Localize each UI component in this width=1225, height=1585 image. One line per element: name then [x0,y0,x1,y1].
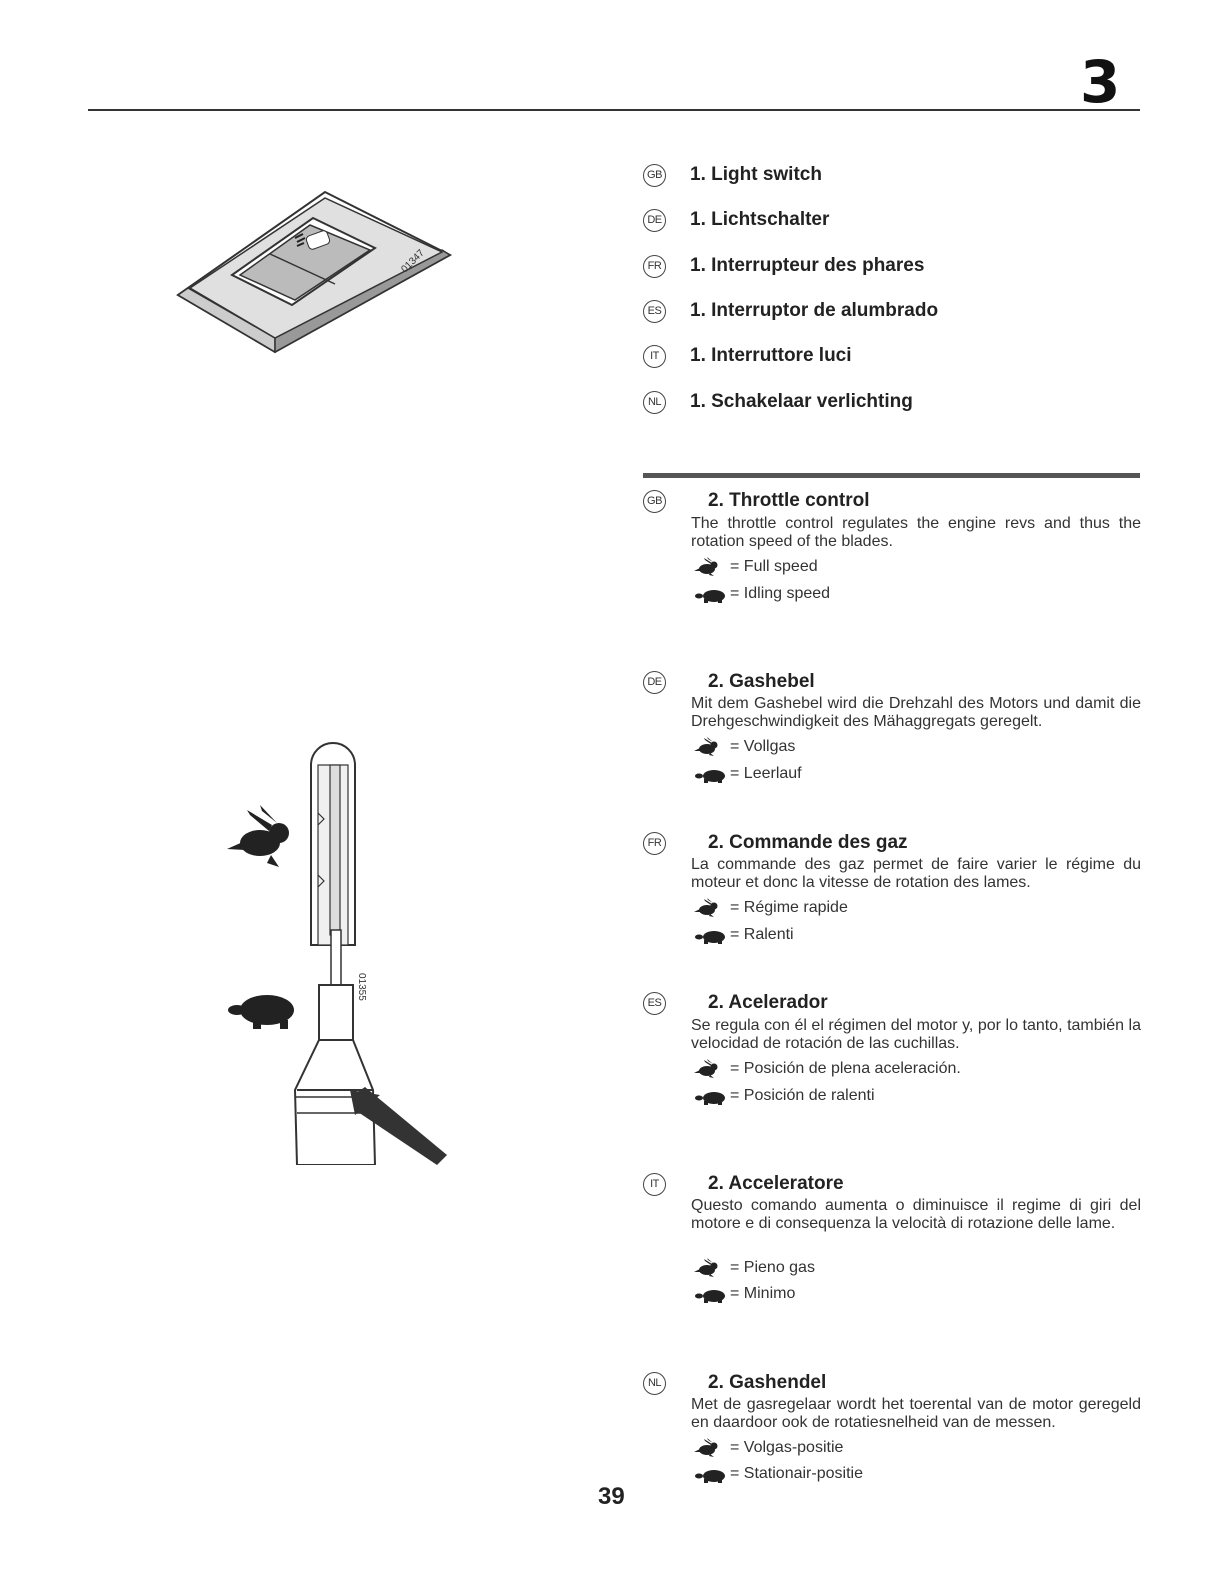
lang-badge-fr: FR [643,832,666,855]
throttle-title-fr: 2. Commande des gaz [708,832,908,853]
throttle-fast-gb: = Full speed [690,557,818,577]
chapter-number: 3 [1080,48,1121,116]
hare-icon [690,1438,730,1458]
throttle-text-fr: La commande des gaz permet de faire vari… [691,856,1141,891]
lang-badge-nl: NL [643,391,666,414]
throttle-text-gb: The throttle control regulates the engin… [691,515,1141,550]
throttle-title-nl: 2. Gashendel [708,1372,827,1393]
throttle-text-de: Mit dem Gashebel wird die Drehzahl des M… [691,695,1141,730]
throttle-slow-nl: = Stationair-positie [690,1464,863,1484]
throttle-fast-nl: = Volgas-positie [690,1438,843,1458]
throttle-slow-it: = Minimo [690,1284,795,1304]
hare-icon [690,737,730,757]
throttle-slow-de: = Leerlauf [690,764,802,784]
tortoise-icon [690,925,730,945]
throttle-fast-es: = Posición de plena aceleración. [690,1059,961,1079]
throttle-title-de: 2. Gashebel [708,671,815,692]
lang-badge-gb: GB [643,164,666,187]
throttle-title-gb: 2. Throttle control [708,490,870,511]
lang-badge-it: IT [643,345,666,368]
lang-badge-it: IT [643,1173,666,1196]
page-number: 39 [598,1483,625,1510]
throttle-fast-de: = Vollgas [690,737,795,757]
lang-badge-gb: GB [643,490,666,513]
light-switch-label-gb: 1. Light switch [690,164,822,185]
tortoise-icon [690,1284,730,1304]
lang-badge-es: ES [643,992,666,1015]
lang-badge-nl: NL [643,1372,666,1395]
hare-icon [690,557,730,577]
throttle-lever-figure: 01355 [227,742,447,1165]
throttle-text-nl: Met de gasregelaar wordt het toerental v… [691,1396,1141,1431]
light-switch-label-es: 1. Interruptor de alumbrado [690,300,939,321]
lang-badge-de: DE [643,209,666,232]
light-switch-label-de: 1. Lichtschalter [690,209,830,230]
throttle-title-es: 2. Acelerador [708,992,828,1013]
header-rule [88,109,1140,111]
throttle-text-es: Se regula con él el régimen del motor y,… [691,1017,1141,1052]
section-divider [643,473,1140,478]
tortoise-icon [690,1086,730,1106]
light-switch-label-fr: 1. Interrupteur des phares [690,255,925,276]
throttle-fast-it: = Pieno gas [690,1258,815,1278]
light-switch-label-nl: 1. Schakelaar verlichting [690,391,913,412]
hare-icon [690,1258,730,1278]
lang-badge-de: DE [643,671,666,694]
figure2-code: 01355 [356,973,367,1001]
hare-icon [690,898,730,918]
throttle-slow-gb: = Idling speed [690,584,830,604]
light-switch-label-it: 1. Interruttore luci [690,345,852,366]
hare-icon [690,1059,730,1079]
throttle-slow-es: = Posición de ralenti [690,1086,875,1106]
light-switch-figure: 01347 [176,190,453,354]
throttle-text-it: Questo comando aumenta o diminuisce il r… [691,1197,1141,1232]
throttle-slow-fr: = Ralenti [690,925,794,945]
lang-badge-fr: FR [643,255,666,278]
throttle-title-it: 2. Acceleratore [708,1173,844,1194]
tortoise-icon [690,1464,730,1484]
throttle-fast-fr: = Régime rapide [690,898,848,918]
lang-badge-es: ES [643,300,666,323]
tortoise-icon [690,584,730,604]
tortoise-icon [690,764,730,784]
